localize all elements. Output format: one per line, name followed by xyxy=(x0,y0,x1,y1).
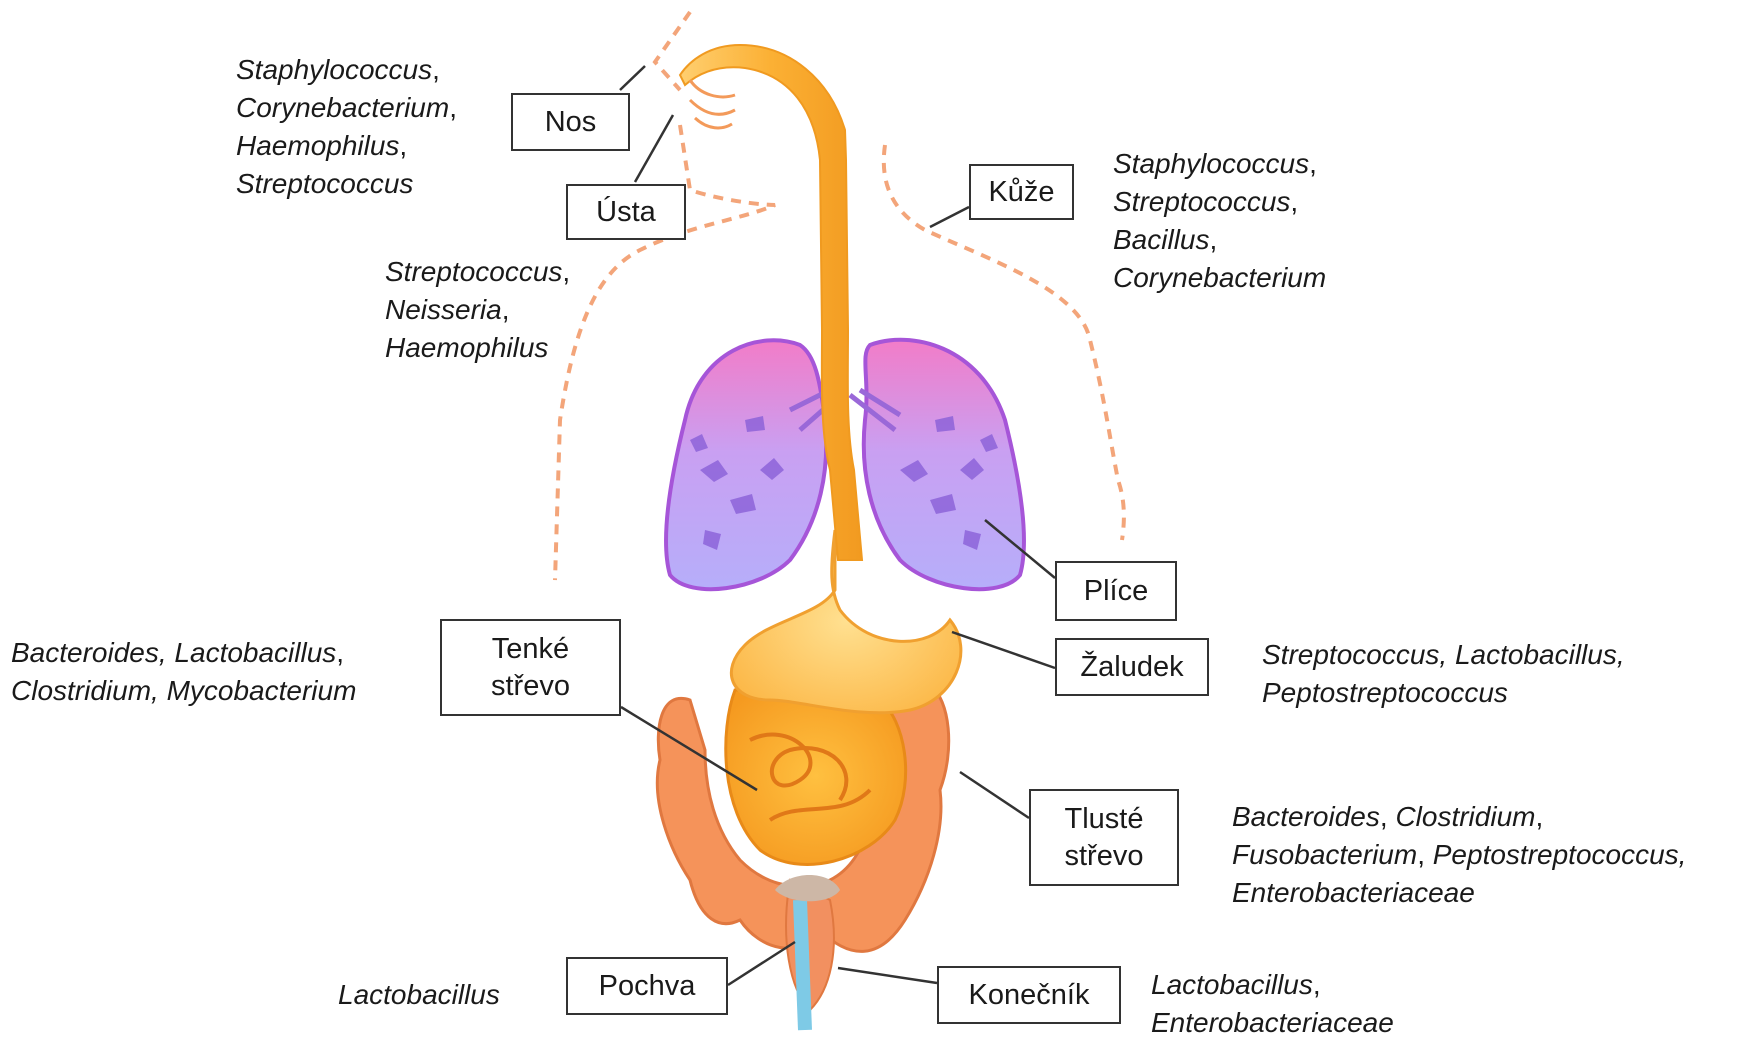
bacteria-line: Streptococcus xyxy=(236,165,457,203)
bacteria-line: Neisseria, xyxy=(385,291,570,329)
bacteria-tluste-strevo: Bacteroides, Clostridium,Fusobacterium, … xyxy=(1232,798,1686,912)
bacteria-line: Lactobacillus, xyxy=(1151,966,1394,1004)
bacteria-konecnik: Lactobacillus,Enterobacteriaceae xyxy=(1151,966,1394,1042)
label-kuze: Kůže xyxy=(969,164,1074,220)
bacteria-line: Streptococcus, xyxy=(1113,183,1326,221)
punctuation: , xyxy=(1309,148,1317,179)
bacteria-name: Corynebacterium xyxy=(236,92,449,123)
bacteria-name: Peptostreptococcus xyxy=(1262,677,1508,708)
bacteria-name: Clostridium xyxy=(1395,801,1535,832)
bacteria-line: Bacillus, xyxy=(1113,221,1326,259)
bacteria-name: Staphylococcus xyxy=(236,54,432,85)
bacteria-name: Haemophilus xyxy=(385,332,548,363)
label-tluste-strevo: Tlusté střevo xyxy=(1029,789,1179,886)
punctuation: , xyxy=(1535,801,1543,832)
punctuation: , xyxy=(1209,224,1217,255)
punctuation: , xyxy=(399,130,407,161)
bacteria-line: Bacteroides, Clostridium, xyxy=(1232,798,1686,836)
bacteria-name: Enterobacteriaceae xyxy=(1151,1007,1394,1038)
bacteria-name: Bacteroides xyxy=(1232,801,1380,832)
bacteria-line: Streptococcus, Lactobacillus, xyxy=(1262,636,1625,674)
bacteria-name: Streptococcus xyxy=(385,256,562,287)
bacteria-name: Bacillus xyxy=(1113,224,1209,255)
bacteria-line: Haemophilus xyxy=(385,329,570,367)
punctuation: , xyxy=(1380,801,1396,832)
bacteria-line: Corynebacterium xyxy=(1113,259,1326,297)
bacteria-line: Streptococcus, xyxy=(385,253,570,291)
bacteria-pochva: Lactobacillus xyxy=(338,976,500,1014)
punctuation: , xyxy=(1290,186,1298,217)
bacteria-name: Lactobacillus xyxy=(1151,969,1313,1000)
label-konecnik: Konečník xyxy=(937,966,1121,1024)
bacteria-name: Clostridium, Mycobacterium xyxy=(11,675,356,706)
bacteria-kuze: Staphylococcus,Streptococcus,Bacillus,Co… xyxy=(1113,145,1326,297)
bacteria-name: Lactobacillus xyxy=(338,979,500,1010)
bacteria-line: Enterobacteriaceae xyxy=(1151,1004,1394,1042)
bacteria-line: Staphylococcus, xyxy=(1113,145,1326,183)
label-nos: Nos xyxy=(511,93,630,151)
bacteria-line: Staphylococcus, xyxy=(236,51,457,89)
bacteria-name: Bacteroides, Lactobacillus xyxy=(11,637,336,668)
bacteria-line: Peptostreptococcus xyxy=(1262,674,1625,712)
bacteria-name: Fusobacterium xyxy=(1232,839,1417,870)
bacteria-name: Corynebacterium xyxy=(1113,262,1326,293)
bacteria-line: Haemophilus, xyxy=(236,127,457,165)
label-tenke-strevo: Tenké střevo xyxy=(440,619,621,716)
bacteria-usta: Streptococcus,Neisseria,Haemophilus xyxy=(385,253,570,367)
bacteria-tenke-strevo: Bacteroides, Lactobacillus,Clostridium, … xyxy=(11,634,356,710)
label-zaludek: Žaludek xyxy=(1055,638,1209,696)
bacteria-line: Lactobacillus xyxy=(338,976,500,1014)
punctuation: , xyxy=(336,637,344,668)
punctuation: , xyxy=(432,54,440,85)
bacteria-name: Streptococcus, Lactobacillus, xyxy=(1262,639,1625,670)
bacteria-zaludek: Streptococcus, Lactobacillus, Peptostrept… xyxy=(1262,636,1625,712)
bacteria-line: Corynebacterium, xyxy=(236,89,457,127)
bacteria-name: Streptococcus xyxy=(1113,186,1290,217)
bacteria-name: Peptostreptococcus, xyxy=(1433,839,1687,870)
bacteria-name: Streptococcus xyxy=(236,168,413,199)
bacteria-line: Fusobacterium, Peptostreptococcus, xyxy=(1232,836,1686,874)
punctuation: , xyxy=(562,256,570,287)
punctuation: , xyxy=(1417,839,1433,870)
punctuation: , xyxy=(502,294,510,325)
bacteria-name: Enterobacteriaceae xyxy=(1232,877,1475,908)
label-pochva: Pochva xyxy=(566,957,728,1015)
bacteria-name: Staphylococcus xyxy=(1113,148,1309,179)
punctuation: , xyxy=(1313,969,1321,1000)
bacteria-name: Neisseria xyxy=(385,294,502,325)
bacteria-name: Haemophilus xyxy=(236,130,399,161)
punctuation: , xyxy=(449,92,457,123)
bacteria-line: Clostridium, Mycobacterium xyxy=(11,672,356,710)
bacteria-line: Enterobacteriaceae xyxy=(1232,874,1686,912)
label-usta: Ústa xyxy=(566,184,686,240)
bacteria-nos: Staphylococcus,Corynebacterium,Haemophil… xyxy=(236,51,457,203)
bacteria-line: Bacteroides, Lactobacillus, xyxy=(11,634,356,672)
label-plice: Plíce xyxy=(1055,561,1177,621)
